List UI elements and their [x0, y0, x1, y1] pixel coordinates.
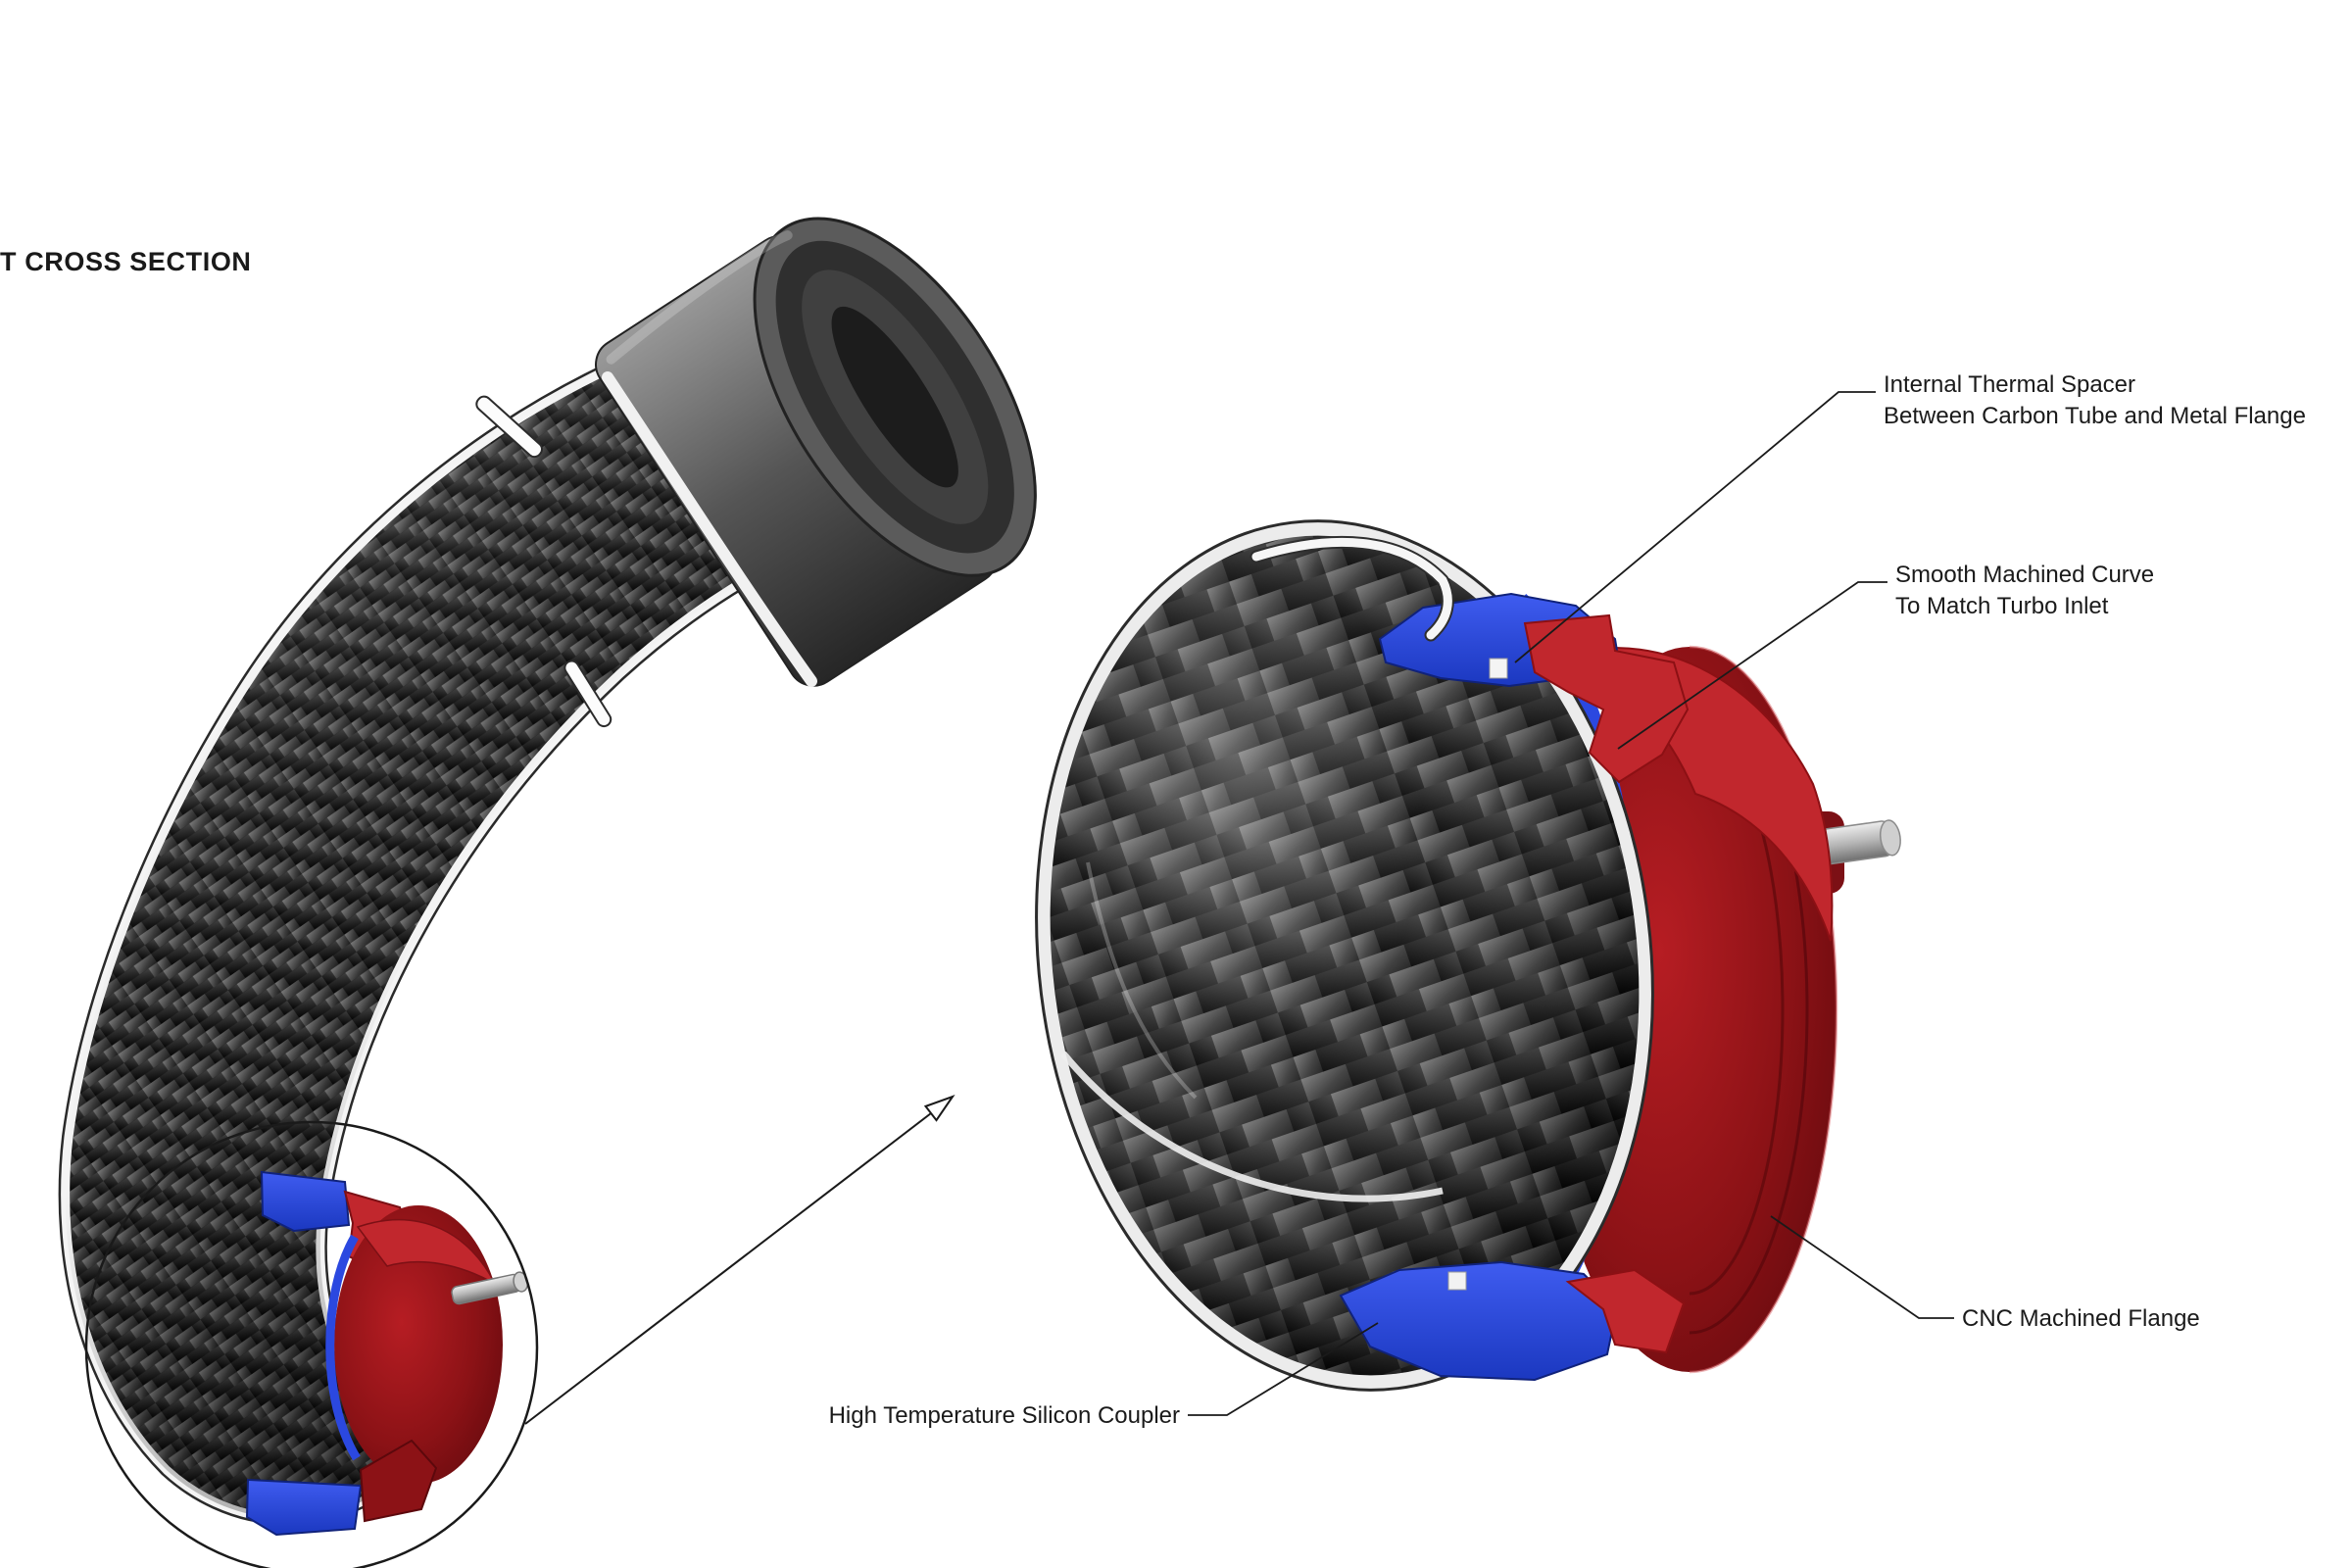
machined-curve-label-line2: To Match Turbo Inlet [1895, 593, 2109, 619]
annotation-machined-curve: Smooth Machined Curve To Match Turbo Inl… [1617, 562, 2154, 750]
thermal-spacer-gap [1489, 658, 1508, 679]
end-flange-body [334, 1205, 503, 1484]
detail-carbon-shading [1050, 535, 1640, 1376]
machined-curve-label-line1: Smooth Machined Curve [1895, 562, 2154, 588]
detail-arrow-head [923, 1095, 956, 1122]
end-coupler-top [260, 1170, 351, 1233]
thermal-spacer-label-line1: Internal Thermal Spacer [1884, 371, 2135, 398]
flange-step-bottom [1565, 1268, 1686, 1354]
end-flange-step-bottom [359, 1439, 438, 1523]
detail-circle [84, 1120, 539, 1568]
cnc-flange-grooves [1690, 645, 1838, 1374]
thermal-spacer-label-line2: Between Carbon Tube and Metal Flange [1884, 403, 2306, 429]
annotation-thermal-spacer: Internal Thermal Spacer Between Carbon T… [1514, 371, 2306, 663]
shell-joint-band [602, 371, 817, 687]
flange-detail-view [1035, 519, 1901, 1392]
tube-silicone-end [595, 217, 1037, 687]
silicon-coupler-label: High Temperature Silicon Coupler [829, 1402, 1180, 1429]
shell-slit-lower [564, 660, 612, 728]
thermal-spacer-leader [1514, 391, 1876, 663]
cnc-flange-leader [1770, 1215, 1954, 1319]
detail-arrow-line [524, 1112, 932, 1425]
shell-hook [1251, 537, 1452, 640]
silicon-coupler-leader [1188, 1322, 1379, 1416]
tube-end-flange-assembly [245, 1170, 529, 1537]
end-coupler-bottom [245, 1478, 363, 1537]
section-heading: T CROSS SECTION [0, 247, 252, 276]
annotations: T CROSS SECTION Internal Thermal Spacer … [0, 247, 2306, 1429]
end-flange-pin [451, 1271, 529, 1305]
end-coupler-ring [325, 1234, 361, 1461]
carbon-tube-cross-section [58, 217, 1037, 1568]
inner-liner-edge [1060, 1051, 1444, 1202]
flange-step-top [1523, 613, 1690, 784]
annotation-silicon-coupler: High Temperature Silicon Coupler [829, 1322, 1379, 1429]
thermal-spacer-gap-bottom [1447, 1271, 1467, 1291]
inner-liner-highlight [1086, 861, 1198, 1100]
machined-curve-leader [1617, 581, 1887, 750]
shell-slit-upper [475, 395, 544, 459]
cnc-flange-label: CNC Machined Flange [1962, 1305, 2200, 1332]
annotation-cnc-flange: CNC Machined Flange [1770, 1215, 2200, 1332]
